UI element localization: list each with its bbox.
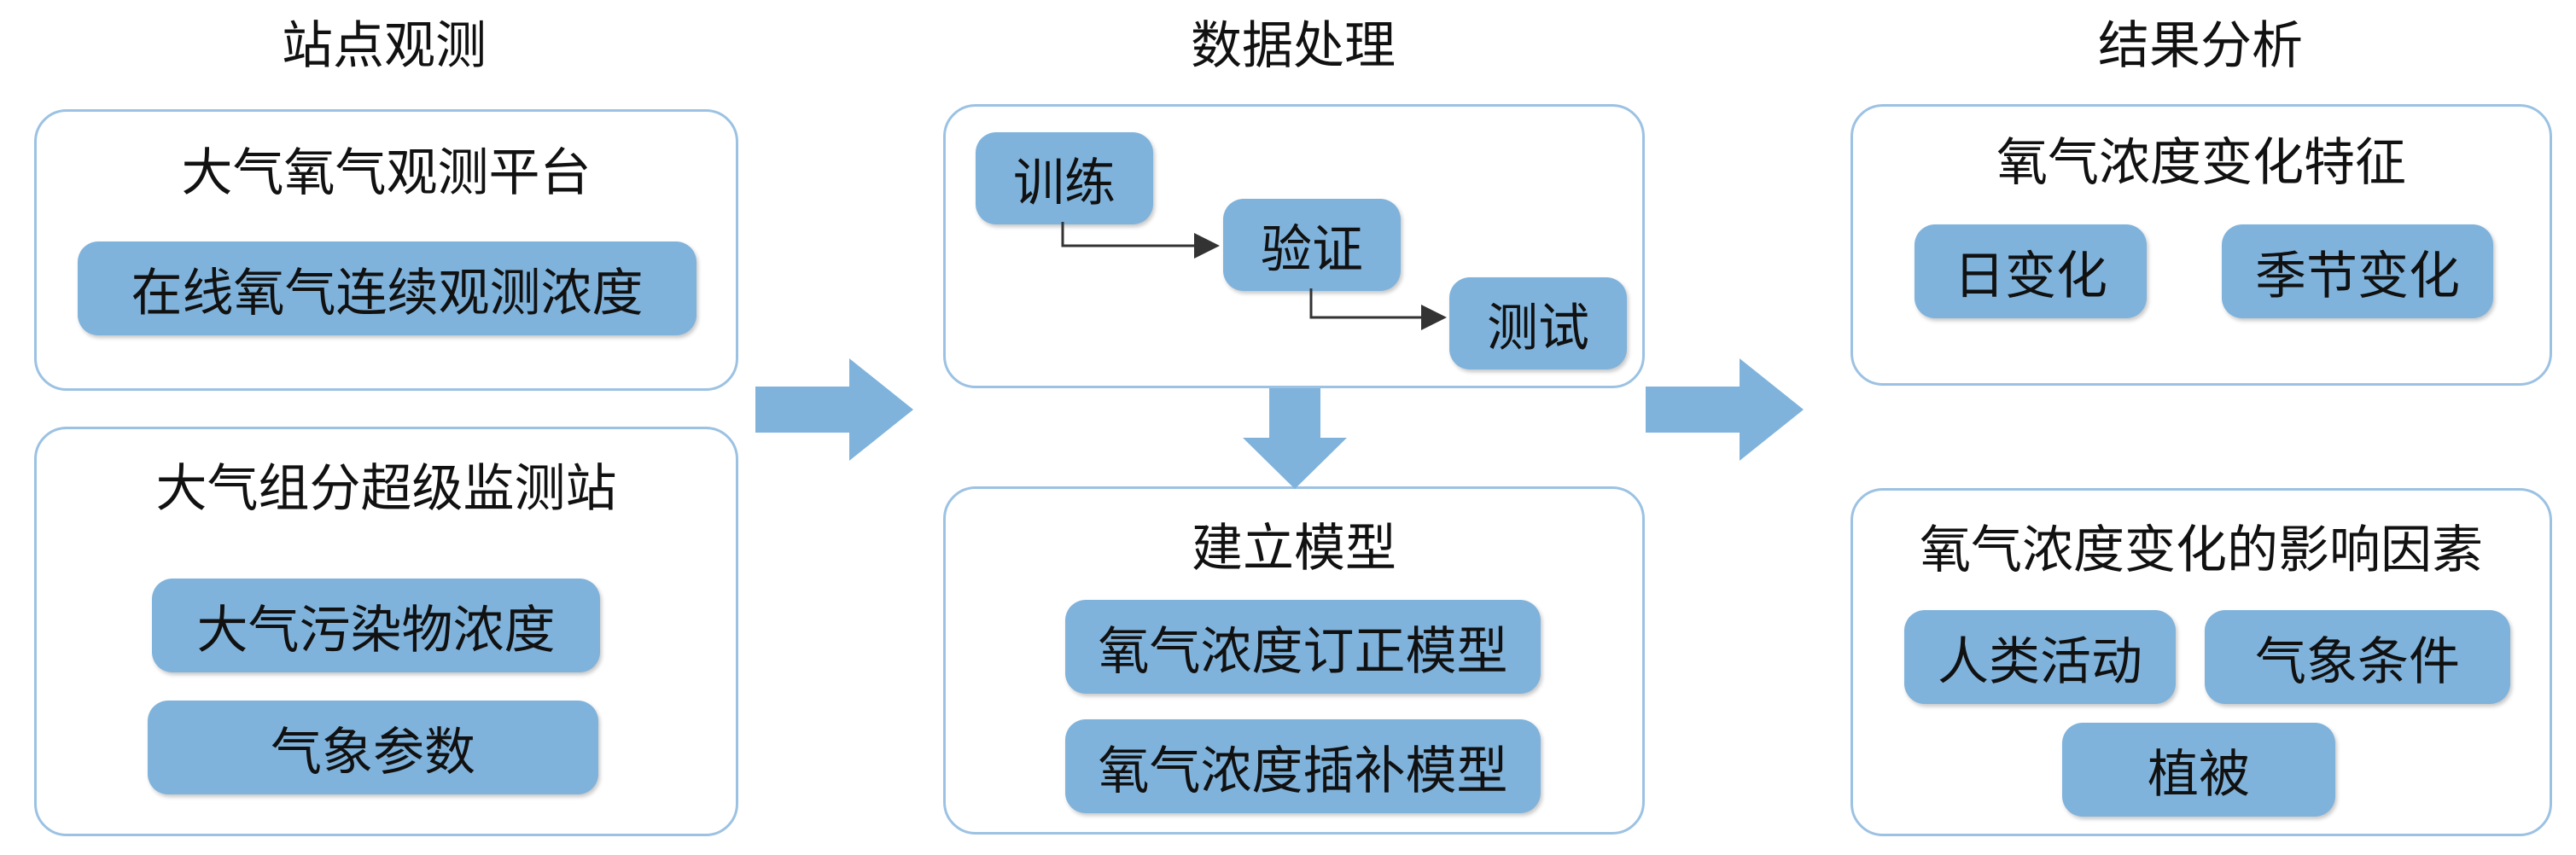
panel-title: 大气组分超级监测站 (155, 459, 617, 519)
pill-train: 训练 (976, 132, 1153, 224)
panel-title: 氧气浓度变化特征 (1996, 133, 2406, 193)
pill-weather: 气象条件 (2205, 610, 2510, 704)
panel-processing-steps: 训练 验证 测试 (943, 104, 1645, 388)
heading-processing: 数据处理 (1191, 16, 1396, 76)
heading-analysis: 结果分析 (2098, 16, 2303, 76)
panel-title: 氧气浓度变化的影响因素 (1920, 521, 2483, 580)
pill-interpolation-model: 氧气浓度插补模型 (1065, 719, 1541, 813)
panel-title: 建立模型 (1192, 519, 1396, 579)
connector-validate-test (1309, 288, 1447, 330)
heading-observation: 站点观测 (282, 16, 487, 76)
pill-validate: 验证 (1223, 199, 1401, 291)
pill-seasonal: 季节变化 (2222, 224, 2493, 318)
panel-analysis-factors: 氧气浓度变化的影响因素 人类活动 气象条件 植被 (1850, 488, 2552, 836)
panel-observation-station: 大气组分超级监测站 大气污染物浓度 气象参数 (34, 427, 738, 836)
connector-train-validate (1061, 222, 1220, 259)
panel-title: 大气氧气观测平台 (181, 143, 592, 203)
panel-analysis-characteristics: 氧气浓度变化特征 日变化 季节变化 (1850, 104, 2552, 386)
pill-correction-model: 氧气浓度订正模型 (1065, 600, 1541, 694)
pill-pollutant: 大气污染物浓度 (152, 579, 600, 672)
pill-diurnal: 日变化 (1915, 224, 2147, 318)
panel-processing-model: 建立模型 氧气浓度订正模型 氧气浓度插补模型 (943, 486, 1645, 835)
arrow-right-processing-to-analysis (1646, 358, 1804, 461)
pill-vegetation: 植被 (2062, 723, 2335, 817)
pill-human: 人类活动 (1904, 610, 2176, 704)
pill-test: 测试 (1449, 277, 1627, 369)
pill-online-oxygen: 在线氧气连续观测浓度 (78, 241, 696, 335)
panel-observation-platform: 大气氧气观测平台 在线氧气连续观测浓度 (34, 109, 738, 391)
arrow-right-observation-to-processing (755, 358, 913, 461)
pill-meteorology: 气象参数 (148, 701, 598, 794)
arrow-down-steps-to-model (1243, 388, 1347, 489)
